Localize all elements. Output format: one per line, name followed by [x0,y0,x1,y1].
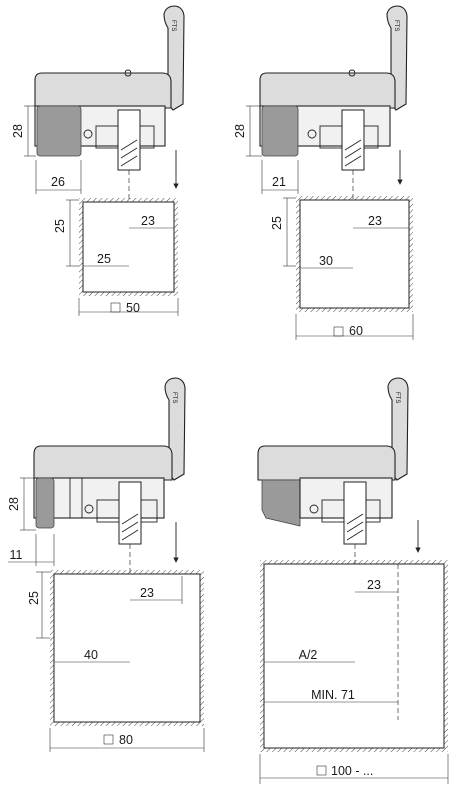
tube-inner [299,199,410,309]
grey-block [35,477,55,529]
dim-offset-h2: 40 [84,648,98,662]
dim-height: 28 [233,124,247,138]
hook-label: FTS [171,392,177,403]
dim-left: 11 [10,548,23,562]
dim-height: 28 [11,124,25,138]
hook-label: FTS [394,392,400,403]
tube-inner [263,563,445,749]
dim-left: 21 [272,175,286,189]
dim-offset-h2: A/2 [299,648,318,662]
dim-offset-v: 25 [53,219,67,233]
dim-tube: 80 [119,733,133,747]
dim-offset-h2: 25 [97,252,111,266]
dim-offset-h2: 30 [319,254,333,268]
grey-block [261,479,301,527]
square-symbol-icon [103,734,114,745]
hook-label: FTS [170,20,176,31]
dim-offset-h1: 23 [140,586,154,600]
lock-body [33,477,165,519]
square-symbol-icon [316,765,327,776]
hook-label: FTS [393,20,399,31]
square-symbol-icon [333,326,344,337]
dim-offset-h1: 23 [141,214,155,228]
square-symbol-icon [110,302,121,313]
dim-offset-v: 25 [27,591,41,605]
panel-50: FTS 28 26 25 23 25 [11,5,185,316]
bolt-icon [84,504,94,514]
dim-left: 26 [51,175,65,189]
panel-80: FTS 28 11 25 23 40 80 [7,377,205,752]
bolt-icon [83,129,93,139]
screw-icon [124,69,132,77]
dim-height: 28 [7,497,21,511]
dim-offset-h3: MIN. 71 [311,688,355,702]
dim-tube: 50 [126,301,140,315]
lock-housing [257,445,396,481]
dim-offset-h1: 23 [367,578,381,592]
tube-inner [53,573,201,723]
panel-100: FTS 23 A/2 MIN. 71 100 - ... [257,377,449,784]
panel-60: FTS 28 21 25 23 30 60 [233,5,414,340]
lock-housing [34,72,172,109]
dim-tube: 100 - ... [331,764,373,778]
grey-block [36,105,82,157]
bolt-icon [307,129,317,139]
bolt-icon [309,504,319,514]
tube-inner [82,201,175,293]
grey-block [261,105,299,157]
dim-offset-h1: 23 [368,214,382,228]
dim-offset-v: 25 [270,216,284,230]
screw-icon [348,69,356,77]
lock-housing [33,445,173,481]
lock-housing [259,72,396,109]
dim-tube: 60 [349,324,363,338]
